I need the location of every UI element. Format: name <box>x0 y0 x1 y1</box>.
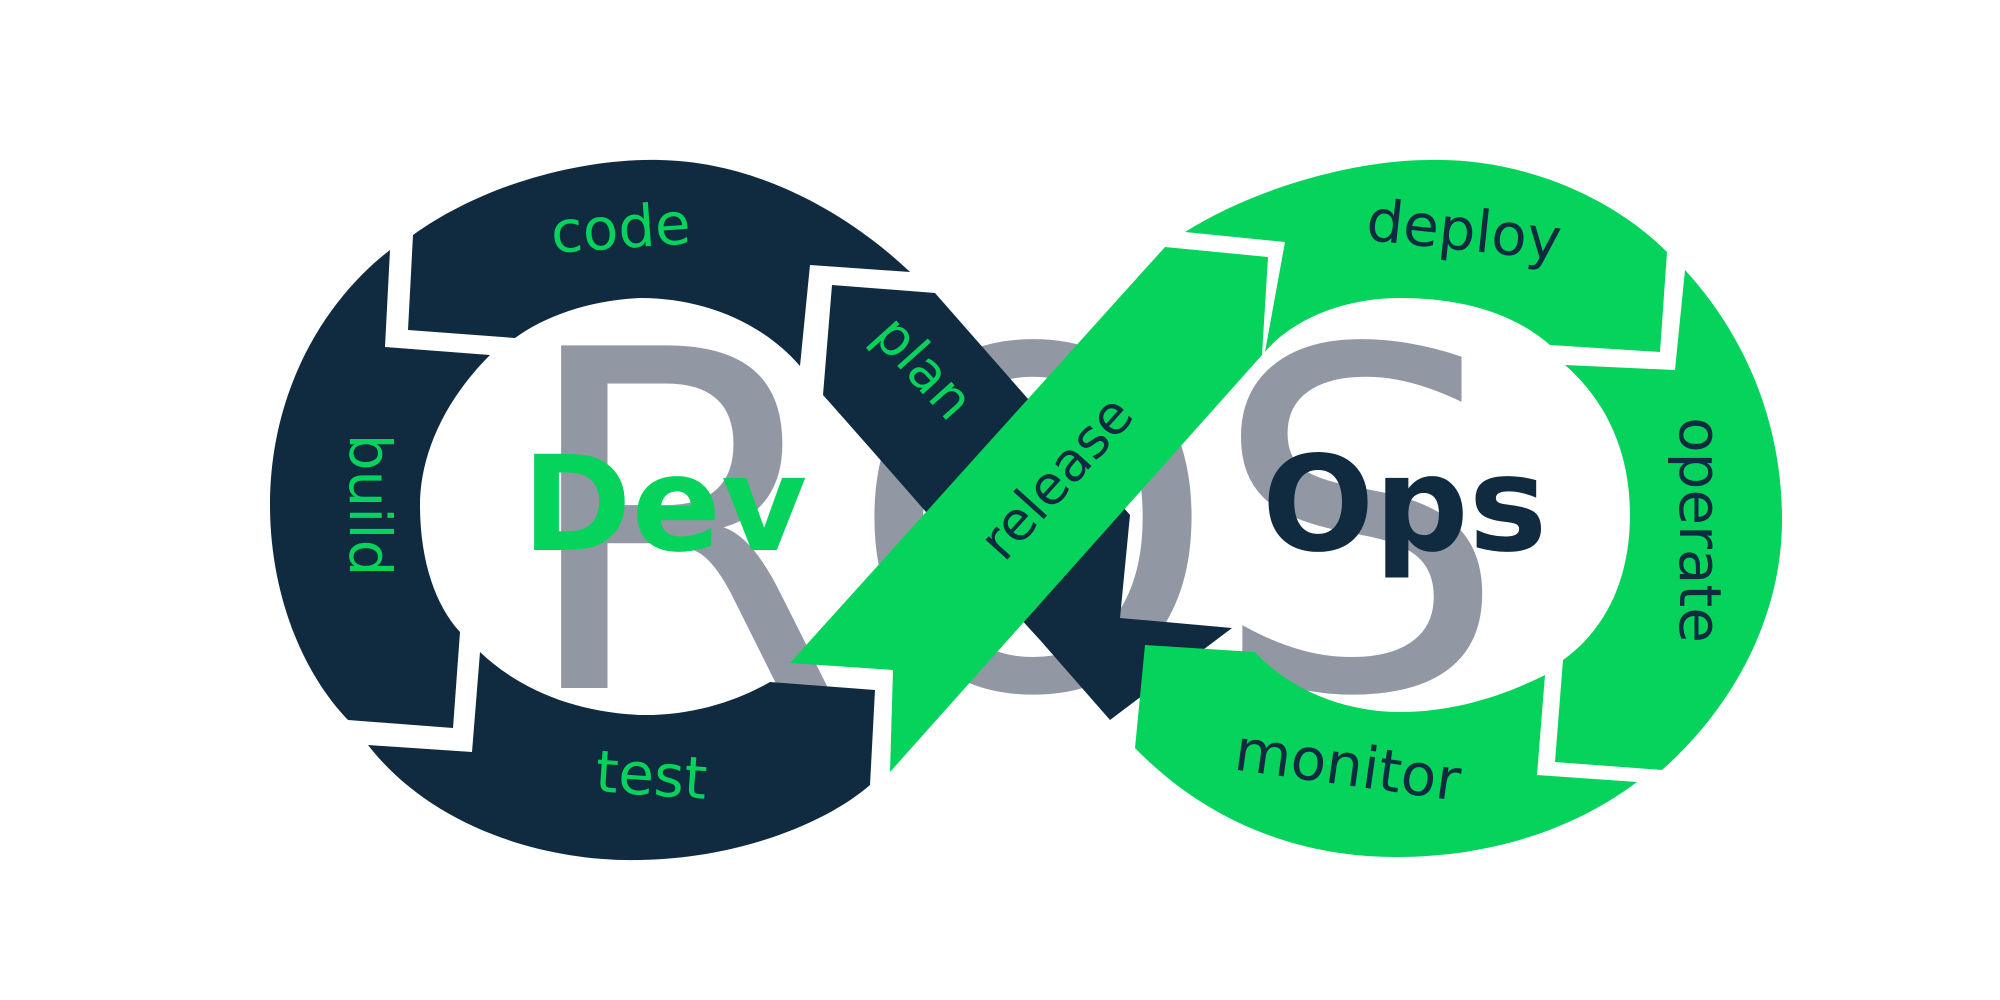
test-segment <box>368 652 875 861</box>
ops-title: Ops <box>1262 428 1547 582</box>
code-segment <box>408 159 910 366</box>
deploy-segment <box>1185 159 1667 352</box>
stage-label-operate: operate <box>1666 417 1734 643</box>
stage-label-code: code <box>548 189 692 267</box>
stage-label-test: test <box>593 737 709 813</box>
build-segment <box>270 250 490 728</box>
operate-segment <box>1555 270 1782 770</box>
ops-loop <box>790 159 1782 858</box>
dev-title: Dev <box>522 428 807 582</box>
stage-label-build: build <box>336 434 404 577</box>
release-segment <box>790 247 1268 772</box>
dev-loop <box>270 159 1232 861</box>
monitor-segment <box>1135 645 1637 858</box>
